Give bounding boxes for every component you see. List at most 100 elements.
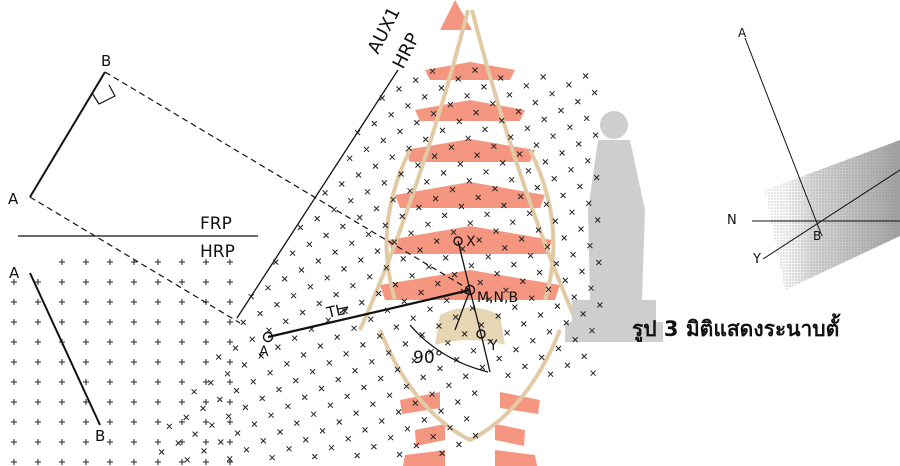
grid-cross-mark bbox=[425, 221, 431, 228]
grid-cross-mark bbox=[451, 271, 458, 278]
grid-plus-mark bbox=[131, 359, 137, 365]
grid-cross-mark bbox=[209, 422, 215, 429]
grid-plus-mark bbox=[179, 319, 185, 325]
right-point-n-label: N bbox=[727, 213, 737, 228]
grid-cross-mark bbox=[269, 454, 276, 461]
grid-cross-mark bbox=[529, 337, 536, 344]
grid-cross-mark bbox=[265, 284, 271, 291]
figure-caption: รูป 3 มิติแสดงระนาบตั้ bbox=[632, 313, 841, 343]
grid-plus-mark bbox=[227, 399, 233, 405]
grid-cross-mark bbox=[251, 421, 258, 427]
grid-plus-mark bbox=[131, 259, 137, 265]
grid-cross-mark bbox=[396, 451, 403, 458]
grid-cross-mark bbox=[477, 279, 484, 286]
grid-cross-mark bbox=[381, 180, 388, 186]
grid-cross-mark bbox=[473, 109, 479, 116]
grid-cross-mark bbox=[534, 184, 541, 191]
grid-cross-mark bbox=[566, 81, 572, 88]
grid-plus-mark bbox=[155, 259, 161, 265]
grid-cross-mark bbox=[306, 241, 313, 248]
grid-cross-mark bbox=[575, 141, 582, 147]
grid-cross-mark bbox=[374, 248, 381, 254]
grid-plus-mark bbox=[179, 379, 185, 385]
grid-cross-mark bbox=[476, 237, 483, 243]
grid-cross-mark bbox=[442, 255, 449, 261]
grid-cross-mark bbox=[277, 429, 283, 435]
grid-cross-mark bbox=[580, 311, 586, 317]
grid-cross-mark bbox=[324, 274, 331, 281]
grid-cross-mark bbox=[523, 82, 530, 89]
grid-cross-mark bbox=[192, 431, 198, 437]
grid-cross-mark bbox=[371, 120, 378, 127]
grid-cross-mark bbox=[318, 385, 325, 392]
grid-cross-mark bbox=[364, 188, 371, 195]
grid-cross-mark bbox=[494, 270, 500, 277]
grid-cross-mark bbox=[420, 374, 427, 381]
grid-cross-mark bbox=[309, 368, 316, 375]
grid-cross-mark bbox=[289, 250, 296, 257]
point-mnb-label: M,N,B bbox=[477, 290, 518, 306]
grid-cross-mark bbox=[496, 355, 503, 362]
grid-cross-mark bbox=[426, 263, 432, 270]
grid-cross-mark bbox=[373, 205, 380, 212]
grid-cross-mark bbox=[462, 373, 469, 380]
grid-cross-mark bbox=[282, 318, 289, 325]
grid-cross-mark bbox=[526, 210, 533, 217]
grid-cross-mark bbox=[448, 144, 455, 151]
grid-cross-mark bbox=[268, 412, 274, 419]
grid-cross-mark bbox=[343, 350, 349, 357]
grid-cross-mark bbox=[362, 427, 368, 433]
grid-plus-mark bbox=[155, 379, 161, 385]
grid-cross-mark bbox=[380, 137, 387, 144]
grid-plus-mark bbox=[107, 419, 113, 425]
grid-plus-mark bbox=[59, 319, 65, 325]
grid-plus-mark bbox=[155, 459, 161, 465]
grid-cross-mark bbox=[331, 206, 337, 213]
grid-cross-mark bbox=[300, 352, 307, 358]
grid-cross-mark bbox=[367, 316, 374, 323]
grid-cross-mark bbox=[487, 338, 494, 345]
grid-cross-mark bbox=[587, 242, 593, 249]
auxiliary-view-grid bbox=[158, 67, 603, 463]
grid-plus-mark bbox=[83, 359, 89, 365]
grid-cross-mark bbox=[549, 90, 555, 97]
grid-cross-mark bbox=[563, 319, 570, 326]
grid-plus-mark bbox=[155, 319, 161, 325]
grid-cross-mark bbox=[509, 219, 516, 226]
grid-plus-mark bbox=[227, 259, 233, 265]
grid-plus-mark bbox=[179, 259, 185, 265]
grid-plus-mark bbox=[227, 439, 233, 445]
grid-plus-mark bbox=[35, 379, 41, 385]
grid-plus-mark bbox=[227, 459, 233, 465]
grid-cross-mark bbox=[455, 76, 462, 82]
grid-cross-mark bbox=[250, 378, 257, 385]
grid-cross-mark bbox=[338, 181, 345, 187]
true-length-label: TL bbox=[324, 300, 347, 322]
grid-cross-mark bbox=[382, 222, 389, 229]
grid-cross-mark bbox=[232, 345, 239, 351]
grid-cross-mark bbox=[439, 450, 445, 457]
grid-plus-mark bbox=[11, 459, 17, 465]
grid-cross-mark bbox=[484, 211, 490, 218]
grid-cross-mark bbox=[568, 166, 574, 173]
grid-plus-mark bbox=[155, 339, 161, 345]
grid-plus-mark bbox=[179, 299, 185, 305]
grid-cross-mark bbox=[527, 252, 534, 259]
grid-cross-mark bbox=[497, 75, 504, 81]
grid-cross-mark bbox=[457, 161, 464, 167]
grid-cross-mark bbox=[385, 349, 392, 356]
grid-plus-mark bbox=[107, 299, 113, 305]
grid-plus-mark bbox=[59, 279, 65, 285]
grid-plus-mark bbox=[227, 339, 233, 345]
grid-cross-mark bbox=[378, 418, 385, 424]
grid-cross-mark bbox=[405, 102, 411, 109]
grid-plus-mark bbox=[203, 419, 209, 425]
grid-cross-mark bbox=[474, 152, 480, 158]
right-point-y-label: Y bbox=[752, 252, 761, 267]
grid-cross-mark bbox=[569, 209, 575, 216]
grid-plus-mark bbox=[227, 379, 233, 385]
grid-plus-mark bbox=[59, 439, 65, 445]
grid-plus-mark bbox=[83, 379, 89, 385]
grid-plus-mark bbox=[35, 279, 41, 285]
grid-cross-mark bbox=[184, 456, 191, 463]
